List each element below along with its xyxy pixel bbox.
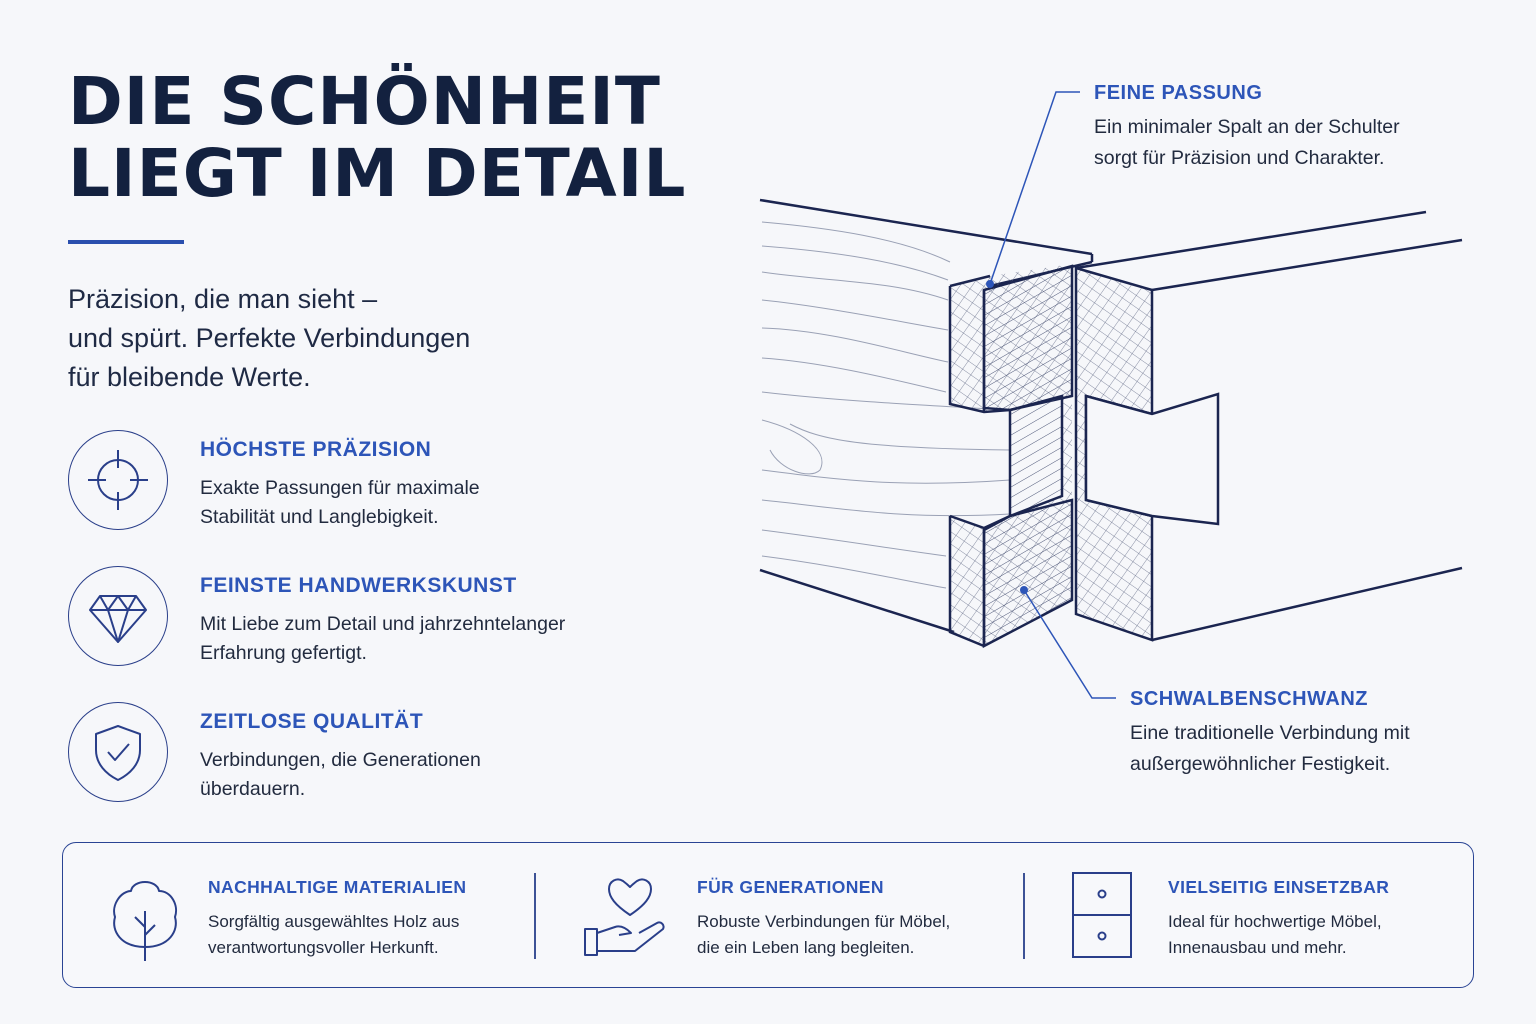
benefit-desc-line-2: Innenausbau und mehr. bbox=[1168, 938, 1347, 957]
benefit-desc-line-1: Robuste Verbindungen für Möbel, bbox=[697, 912, 951, 931]
hand-heart-icon bbox=[584, 878, 665, 956]
benefit-desc-line-1: Sorgfältig ausgewähltes Holz aus bbox=[208, 912, 460, 931]
left-board-outline bbox=[948, 274, 1011, 648]
benefit-description: Sorgfältig ausgewähltes Holz aus verantw… bbox=[208, 909, 459, 961]
right-board-top-edge-2 bbox=[1151, 238, 1463, 292]
benefit-desc-line-2: die ein Leben lang begleiten. bbox=[697, 938, 915, 957]
feature-icon-circle bbox=[68, 566, 168, 666]
feature-title: FEINSTE HANDWERKSKUNST bbox=[200, 574, 517, 597]
diamond-icon bbox=[89, 595, 147, 643]
feature-title: ZEITLOSE QUALITÄT bbox=[200, 710, 424, 733]
callout-fine-fit-description: Ein minimaler Spalt an der Schulter sorg… bbox=[1094, 112, 1400, 174]
wood-grain bbox=[761, 221, 1011, 589]
benefits-panel: NACHHALTIGE MATERIALIEN Sorgfältig ausge… bbox=[62, 842, 1474, 988]
crosshair-icon bbox=[88, 450, 148, 510]
cabinet-icon bbox=[1072, 872, 1132, 958]
left-board-bottom-edge bbox=[759, 568, 955, 634]
right-board-top-edge-1 bbox=[1075, 210, 1427, 270]
feature-desc-line-2: Erfahrung gefertigt. bbox=[200, 642, 367, 664]
feature-icon-circle bbox=[68, 430, 168, 530]
benefit-desc-line-1: Ideal für hochwertige Möbel, bbox=[1168, 912, 1382, 931]
feature-description: Exakte Passungen für maximale Stabilität… bbox=[200, 474, 640, 532]
benefit-title: FÜR GENERATIONEN bbox=[697, 877, 884, 897]
feature-desc-line-2: Stabilität und Langlebigkeit. bbox=[200, 506, 439, 528]
benefit-divider bbox=[534, 873, 536, 959]
dovetail-leader-line bbox=[1023, 589, 1116, 699]
right-board-bottom-edge bbox=[1151, 566, 1463, 642]
tree-icon bbox=[113, 881, 177, 961]
feature-description: Verbindungen, die Generationen überdauer… bbox=[200, 746, 640, 804]
shield-check-icon bbox=[95, 725, 141, 781]
callout-dovetail-description: Eine traditionelle Verbindung mit außerg… bbox=[1130, 718, 1410, 780]
page-title-line-1: DIE SCHÖNHEIT bbox=[68, 63, 661, 140]
intro-line-2: und spürt. Perfekte Verbindungen bbox=[68, 323, 471, 353]
feature-desc-line-1: Verbindungen, die Generationen bbox=[200, 749, 481, 771]
callout-desc-line-2: außergewöhnlicher Festigkeit. bbox=[1130, 753, 1391, 775]
callout-desc-line-1: Eine traditionelle Verbindung mit bbox=[1130, 722, 1410, 744]
feature-desc-line-1: Exakte Passungen für maximale bbox=[200, 477, 480, 499]
feature-title: HÖCHSTE PRÄZISION bbox=[200, 438, 432, 461]
intro-text: Präzision, die man sieht – und spürt. Pe… bbox=[68, 280, 588, 397]
callout-fine-fit-title: FEINE PASSUNG bbox=[1094, 82, 1263, 104]
feature-craftsmanship: FEINSTE HANDWERKSKUNST Mit Liebe zum Det… bbox=[68, 566, 648, 666]
feature-desc-line-1: Mit Liebe zum Detail und jahrzehntelange… bbox=[200, 613, 566, 635]
page-title: DIE SCHÖNHEIT LIEGT IM DETAIL bbox=[68, 66, 686, 210]
callout-dovetail-title: SCHWALBENSCHWANZ bbox=[1130, 688, 1368, 710]
fine-fit-leader-line bbox=[989, 91, 1080, 285]
benefit-divider bbox=[1023, 873, 1025, 959]
page-title-line-2: LIEGT IM DETAIL bbox=[68, 135, 687, 212]
pin-face bbox=[982, 264, 1074, 412]
dovetail-joint-illustration bbox=[759, 91, 1463, 699]
intro-line-3: für bleibende Werte. bbox=[68, 362, 311, 392]
callout-desc-line-2: sorgt für Präzision und Charakter. bbox=[1094, 147, 1385, 169]
benefit-title: NACHHALTIGE MATERIALIEN bbox=[208, 877, 467, 897]
tail-socket-face bbox=[1008, 394, 1064, 518]
callout-desc-line-1: Ein minimaler Spalt an der Schulter bbox=[1094, 116, 1400, 138]
dovetail-tail bbox=[1084, 392, 1220, 526]
title-underline bbox=[68, 240, 184, 244]
feature-precision: HÖCHSTE PRÄZISION Exakte Passungen für m… bbox=[68, 430, 648, 530]
benefit-title: VIELSEITIG EINSETZBAR bbox=[1168, 877, 1390, 897]
benefit-description: Ideal für hochwertige Möbel, Innenausbau… bbox=[1168, 909, 1382, 961]
intro-line-1: Präzision, die man sieht – bbox=[68, 284, 378, 314]
benefit-description: Robuste Verbindungen für Möbel, die ein … bbox=[697, 909, 950, 961]
benefit-desc-line-2: verantwortungsvoller Herkunft. bbox=[208, 938, 439, 957]
feature-description: Mit Liebe zum Detail und jahrzehntelange… bbox=[200, 610, 640, 668]
dovetail-marker bbox=[1020, 586, 1028, 594]
feature-icon-circle bbox=[68, 702, 168, 802]
left-board-top-edge bbox=[759, 198, 1093, 256]
feature-desc-line-2: überdauern. bbox=[200, 778, 306, 800]
feature-quality: ZEITLOSE QUALITÄT Verbindungen, die Gene… bbox=[68, 702, 648, 802]
fine-fit-marker bbox=[986, 280, 994, 288]
left-board-top-face bbox=[760, 200, 1092, 290]
